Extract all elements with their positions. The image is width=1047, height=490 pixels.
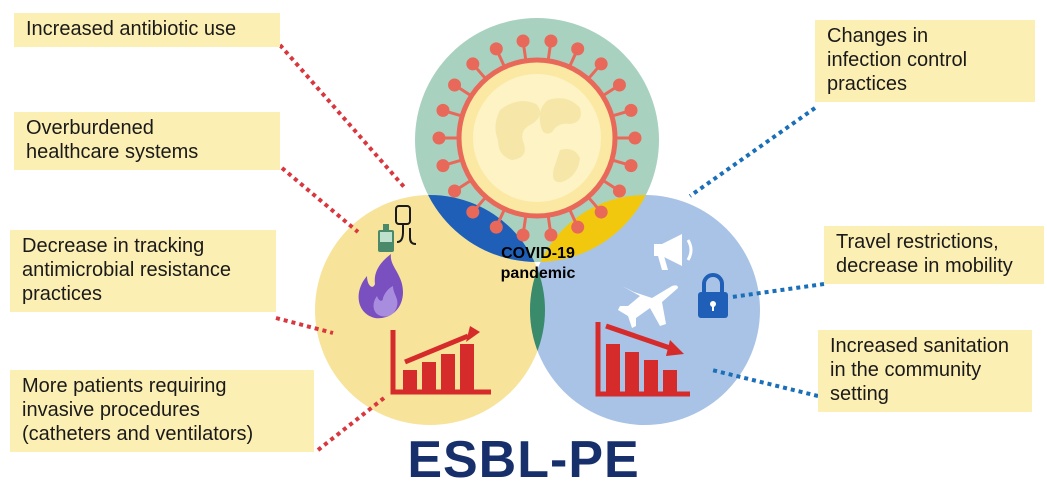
virus-spike-tip xyxy=(624,159,638,173)
right-connectors xyxy=(688,106,825,398)
bar-chart-increasing-icon xyxy=(390,326,491,395)
virus-spike-tip xyxy=(612,78,626,92)
virus-spike-tip xyxy=(489,220,503,234)
virus-spike-tip xyxy=(489,42,503,56)
virus-spike-tip xyxy=(594,205,608,219)
virus-spike-tip xyxy=(516,228,530,242)
virus-spike-tip xyxy=(544,228,558,242)
bar-chart-decreasing-icon xyxy=(595,322,690,397)
virus-spike-tip xyxy=(624,103,638,117)
connector-antibiotic xyxy=(278,43,407,190)
lock-icon xyxy=(698,273,728,318)
connector-healthcare xyxy=(280,166,360,234)
virus-spike-tip xyxy=(448,184,462,198)
center-label: COVID-19 pandemic xyxy=(500,245,576,282)
left-circle xyxy=(315,195,545,425)
virus-spike-tip xyxy=(466,205,480,219)
virus-spike-tip xyxy=(436,103,450,117)
virus-spike-tip xyxy=(612,184,626,198)
virus-spike-tip xyxy=(448,78,462,92)
factor-box-healthcare: Overburdened healthcare systems xyxy=(14,112,280,170)
factor-box-travel: Travel restrictions, decrease in mobilit… xyxy=(824,226,1044,284)
coronavirus-globe-icon xyxy=(432,34,642,242)
virus-spike-tip xyxy=(571,220,585,234)
airplane-icon xyxy=(618,285,678,328)
virus-spike-tip xyxy=(516,34,530,48)
virus-spike-tip xyxy=(544,34,558,48)
diagram-title: ESBL-PE xyxy=(407,431,640,489)
factor-box-tracking: Decrease in tracking antimicrobial resis… xyxy=(10,230,276,312)
virus-spike-tip xyxy=(436,159,450,173)
connector-tracking xyxy=(275,316,334,335)
factor-box-infection-control: Changes in infection control practices xyxy=(815,20,1035,102)
virus-spike-tip xyxy=(432,131,446,145)
fire-icon xyxy=(358,254,403,319)
virus-spike-tip xyxy=(466,57,480,71)
virus-spike-tip xyxy=(628,131,642,145)
connector-invasive xyxy=(316,396,386,452)
connector-infection-control xyxy=(688,106,817,198)
connector-sanitation xyxy=(711,368,819,398)
factor-box-antibiotic: Increased antibiotic use xyxy=(14,13,280,47)
megaphone-icon xyxy=(654,234,693,270)
virus-spike-tip xyxy=(594,57,608,71)
iv-bag-icon xyxy=(378,205,417,252)
virus-spike-tip xyxy=(571,42,585,56)
left-connectors xyxy=(275,43,407,452)
factor-box-invasive: More patients requiring invasive procedu… xyxy=(10,370,314,452)
factor-box-sanitation: Increased sanitation in the community se… xyxy=(818,330,1032,412)
